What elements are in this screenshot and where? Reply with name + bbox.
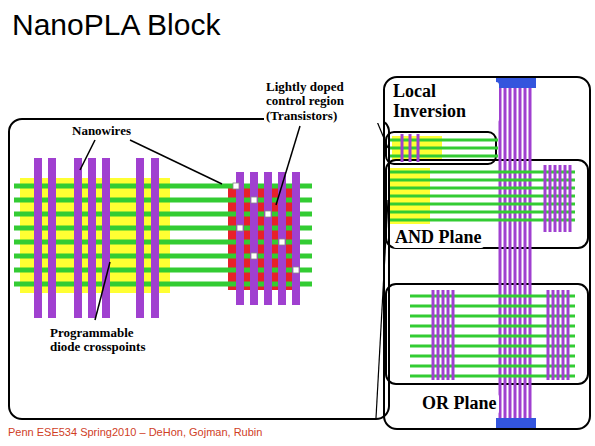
nanowire — [264, 172, 272, 305]
footer-note: Penn ESE534 Spring2010 – DeHon, Gojman, … — [8, 426, 262, 438]
nanowire — [544, 165, 547, 232]
region-label: Programmable diode crosspoints — [50, 326, 160, 355]
region-label: Lightly doped control region (Transistor… — [264, 80, 386, 123]
nanowire — [390, 187, 575, 190]
transistor-mark — [293, 267, 299, 273]
nanowire-crossbar — [14, 158, 312, 318]
nanowire — [34, 158, 42, 318]
region-label: AND Plane — [393, 228, 484, 248]
nanowire — [88, 158, 96, 318]
leader-lines — [80, 126, 300, 320]
nanowire — [390, 195, 575, 198]
nanowire — [409, 134, 412, 162]
nanowire — [524, 88, 527, 418]
transistor-mark — [237, 225, 243, 231]
nanowire — [452, 290, 455, 380]
leader-line — [276, 126, 300, 205]
nanowire — [390, 211, 575, 214]
nanowire — [292, 172, 300, 305]
nanowire — [390, 147, 498, 150]
nanowire — [499, 88, 502, 418]
zoom-line — [376, 200, 388, 418]
region-label: Local Inversion — [391, 82, 499, 122]
nanowire — [390, 139, 498, 142]
nanowire — [151, 158, 159, 318]
nanowire — [547, 290, 550, 380]
nanowire — [432, 290, 435, 380]
nanowire — [567, 290, 570, 380]
transistor-mark — [279, 239, 285, 245]
panel-box: NanowiresLightly doped control region (T… — [8, 118, 390, 420]
nanowire — [410, 325, 575, 328]
contact-cap — [496, 78, 536, 88]
nanowire — [390, 171, 575, 174]
nanowire — [410, 315, 575, 318]
contact-cap — [496, 418, 536, 428]
nanowire — [557, 290, 560, 380]
transistor-mark — [251, 253, 257, 259]
nanowire — [549, 165, 552, 232]
region-outline — [386, 160, 588, 248]
nanowire — [390, 203, 575, 206]
nanowire — [250, 172, 258, 305]
nanowire — [417, 134, 420, 162]
transistor-mark — [251, 197, 257, 203]
slide-title: NanoPLA Block — [12, 8, 220, 42]
nanowire — [569, 165, 572, 232]
nanowire — [74, 158, 82, 318]
nanowire — [410, 355, 575, 358]
nanowire — [410, 345, 575, 348]
nanowire — [14, 212, 312, 217]
leader-line — [95, 262, 110, 320]
nanowire — [401, 134, 404, 162]
nanowire — [447, 290, 450, 380]
nanowire — [559, 165, 562, 232]
zoom-line — [376, 119, 388, 148]
nanowire — [514, 88, 517, 418]
nanowire — [410, 365, 575, 368]
nanowire — [136, 158, 144, 318]
leader-line — [80, 140, 95, 170]
nanowire — [562, 290, 565, 380]
nanowire — [504, 88, 507, 418]
nanowire — [410, 335, 575, 338]
leader-line — [130, 140, 222, 184]
panel-box: Local InversionAND Plane OR Plane — [383, 76, 591, 430]
region-label: Nanowires — [72, 124, 131, 138]
nanowire — [390, 155, 498, 158]
nanopla-block-illustration — [386, 78, 588, 428]
nanowire — [509, 88, 512, 418]
nanowire — [564, 165, 567, 232]
nanowire — [410, 305, 575, 308]
nanowire — [410, 375, 575, 378]
region-label: OR Plane — [420, 394, 499, 414]
nanowire — [390, 219, 575, 222]
nanowire — [529, 88, 532, 418]
zoom-lines — [376, 119, 388, 418]
nanowire — [442, 290, 445, 380]
nanowire — [390, 179, 575, 182]
nanowire — [519, 88, 522, 418]
nanowire — [410, 295, 575, 298]
nanowire — [552, 290, 555, 380]
nanowire — [48, 158, 56, 318]
nanowire — [102, 158, 110, 318]
region-outline — [386, 284, 588, 384]
nanowire — [236, 172, 244, 305]
nanowire — [437, 290, 440, 380]
transistor-mark — [265, 211, 271, 217]
nanowire — [554, 165, 557, 232]
transistor-mark — [233, 183, 239, 189]
